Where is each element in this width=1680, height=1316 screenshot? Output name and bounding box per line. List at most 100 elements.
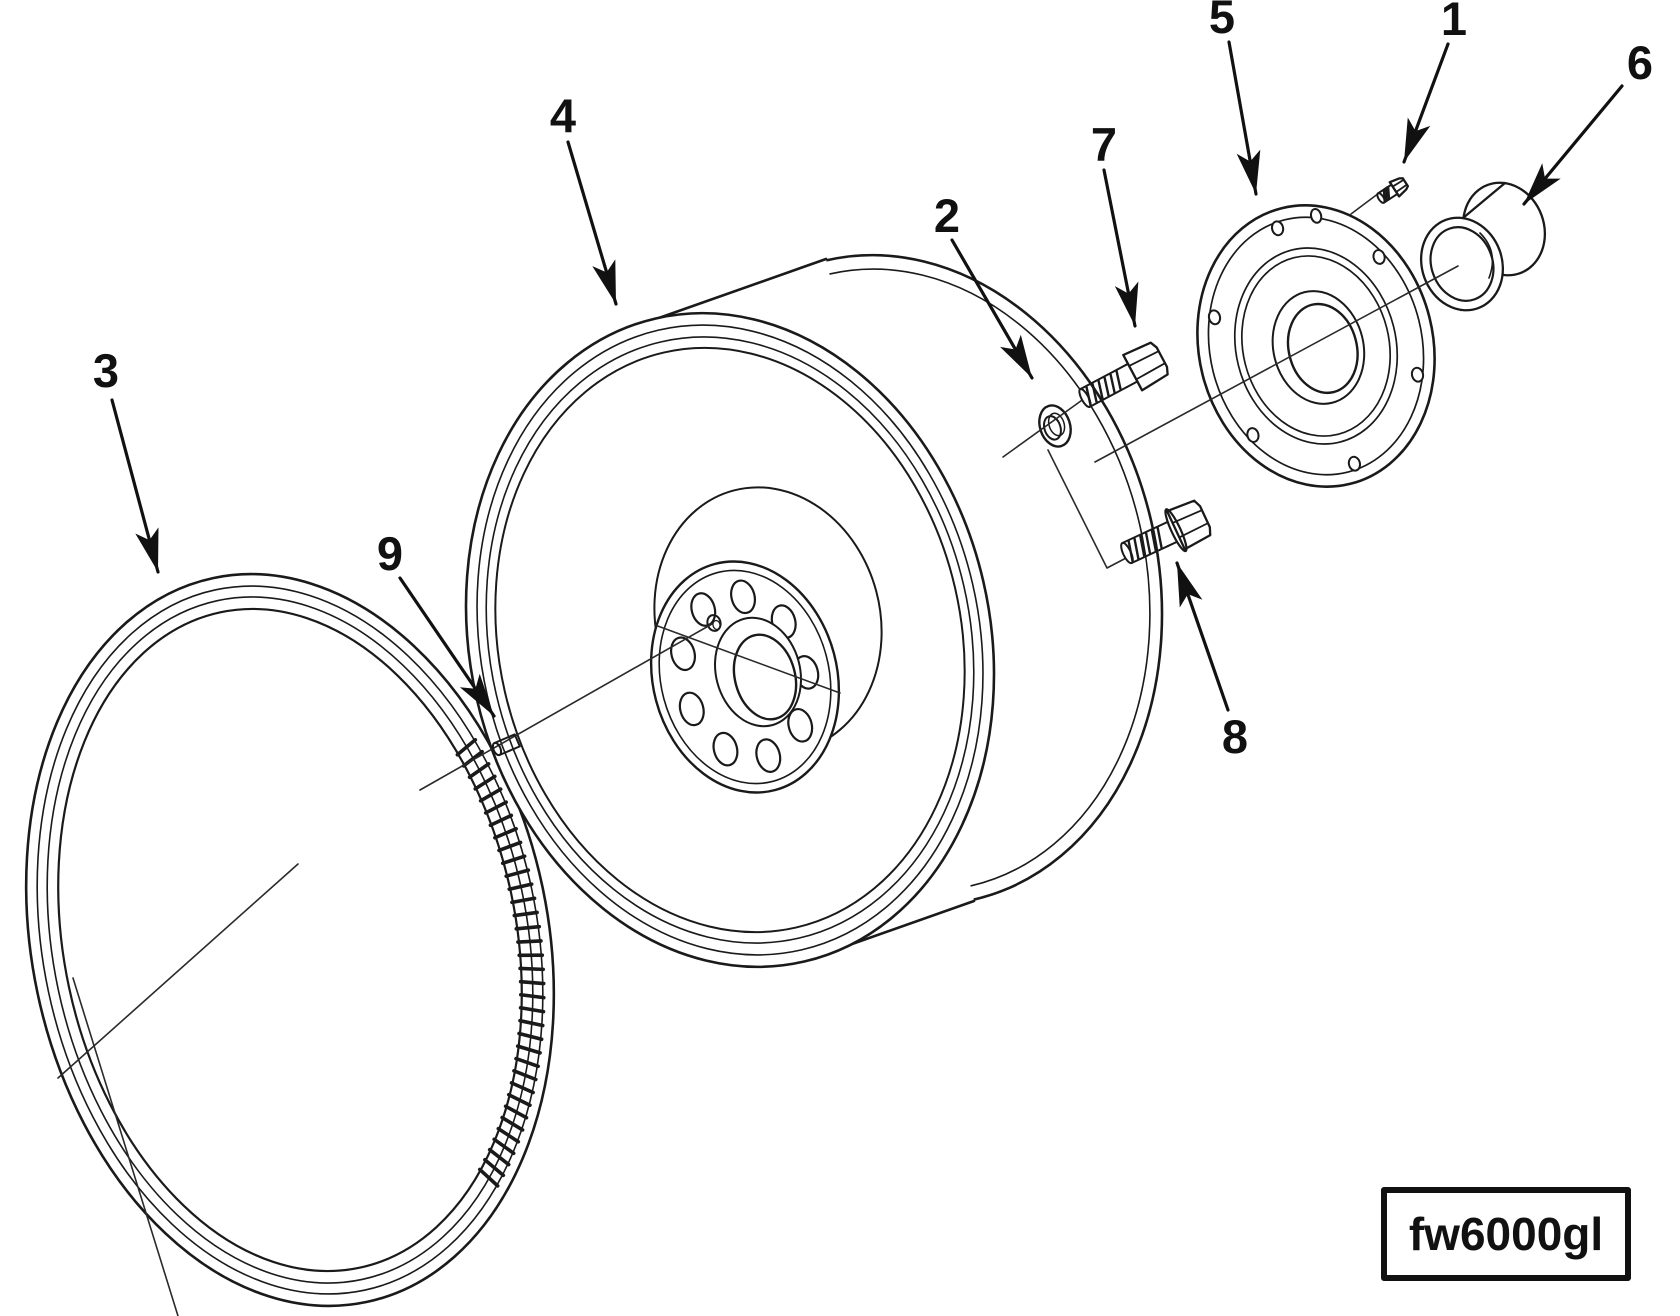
gear-tooth: [477, 1167, 500, 1188]
gear-tooth: [487, 1147, 511, 1167]
bolt-line: [1127, 539, 1134, 563]
flange-drawing: [1196, 204, 1436, 488]
bolt-line: [1122, 353, 1144, 392]
bolt-8-drawing: [1120, 499, 1212, 565]
bolt-line: [1097, 379, 1104, 401]
callout-7-label: 7: [1091, 118, 1117, 171]
main-axis-line: [1094, 265, 1459, 463]
gear-tooth: [514, 924, 542, 931]
callout-6-arrow: [1522, 84, 1624, 206]
bore-axis-line: [654, 624, 841, 694]
gear-tooth: [488, 813, 514, 828]
gear-tooth: [497, 840, 523, 853]
flange-rim-holes: [1207, 207, 1425, 472]
gear-tooth: [517, 1031, 544, 1042]
gear-tooth: [515, 1044, 542, 1055]
gear-tooth: [509, 1081, 535, 1095]
bolt-line: [1144, 531, 1152, 555]
callout-5-arrow: [1227, 40, 1261, 196]
callout-2: 2: [934, 189, 1034, 380]
bolt-line: [1116, 362, 1139, 389]
bolt-line: [1384, 188, 1389, 201]
bolt-line: [1091, 382, 1098, 404]
gear-tooth: [518, 979, 546, 986]
callout-7: 7: [1091, 118, 1139, 328]
gear-tooth: [512, 1069, 538, 1082]
hub-bolt-hole: [678, 691, 705, 727]
ring-gear-crossline: [72, 977, 179, 1316]
hub-bolt-hole: [755, 738, 782, 773]
bolt-line: [1085, 385, 1092, 407]
callout-9: 9: [377, 527, 496, 718]
callout-2-label: 2: [934, 189, 960, 242]
bolt-line: [1165, 499, 1212, 551]
hub-bolt-hole: [712, 731, 739, 767]
callout-8-arrow: [1175, 561, 1230, 712]
callout-8: 8: [1175, 561, 1248, 763]
screw-drawing: [1376, 177, 1410, 204]
gear-tooth: [500, 854, 527, 866]
bolt-line: [1133, 537, 1140, 560]
hub-bolt-hole: [730, 579, 757, 615]
gear-tooth: [518, 1005, 546, 1014]
ring-gear-teeth: [455, 737, 546, 1188]
callout-1: 1: [1402, 0, 1467, 164]
gear-tooth: [510, 896, 537, 905]
gear-tooth: [483, 1157, 506, 1178]
dowel-pin-drawing: [491, 733, 521, 757]
callout-4-arrow: [566, 140, 618, 306]
gear-tooth: [512, 910, 539, 918]
bolt-line: [1171, 509, 1209, 539]
bolt-line: [1103, 376, 1110, 397]
gear-tooth: [518, 1018, 545, 1028]
callout-1-arrow: [1402, 42, 1450, 164]
callout-9-label: 9: [377, 527, 403, 580]
gear-tooth: [504, 868, 531, 878]
callout-6-label: 6: [1627, 36, 1653, 89]
flange-hole: [1270, 220, 1285, 237]
figure-code-box: fw6000gl: [1381, 1187, 1631, 1281]
callout-3-arrow: [110, 398, 160, 574]
bushing-drawing: [1419, 181, 1547, 312]
gear-tooth: [506, 1092, 532, 1108]
callout-3: 3: [93, 344, 160, 574]
hub-bolt-hole: [670, 636, 697, 672]
flange-hole: [1246, 427, 1260, 443]
callout-7-arrow: [1102, 168, 1139, 328]
gear-tooth: [478, 787, 503, 803]
callout-5-label: 5: [1209, 0, 1235, 43]
screw-hole: [1309, 207, 1323, 224]
flange-hole: [1410, 366, 1425, 383]
bolt-line: [1382, 189, 1386, 203]
callout-5: 5: [1209, 0, 1261, 196]
ring-gear-centerline: [57, 863, 299, 1079]
callout-2-arrow: [950, 238, 1034, 380]
gear-tooth: [483, 800, 508, 815]
figure-code-text: fw6000gl: [1409, 1208, 1603, 1260]
gear-tooth: [518, 966, 545, 972]
gear-tooth: [496, 1126, 521, 1144]
gear-tooth: [455, 737, 478, 757]
dowel-pin-hole: [706, 614, 722, 632]
callout-1-label: 1: [1441, 0, 1467, 45]
callout-8-label: 8: [1222, 710, 1248, 763]
gear-tooth: [516, 939, 543, 944]
ring-gear-drawing: [24, 572, 556, 1308]
hub-bolt-hole: [787, 707, 814, 743]
bolt-line: [1156, 526, 1163, 550]
gear-tooth: [518, 992, 546, 1000]
bolt8-leader-line: [1047, 449, 1129, 569]
flywheel-drawing: [464, 253, 1164, 969]
callout-4: 4: [550, 89, 618, 306]
bolt-line: [1109, 373, 1116, 394]
gear-tooth: [473, 774, 497, 791]
flange-hole: [1372, 249, 1386, 265]
callout-3-label: 3: [93, 344, 119, 397]
bolt-axis-line: [1002, 397, 1086, 458]
gear-tooth: [514, 1056, 540, 1069]
bolt-line: [1115, 369, 1122, 391]
gear-tooth: [500, 1115, 525, 1132]
bolt-line: [1386, 186, 1391, 200]
